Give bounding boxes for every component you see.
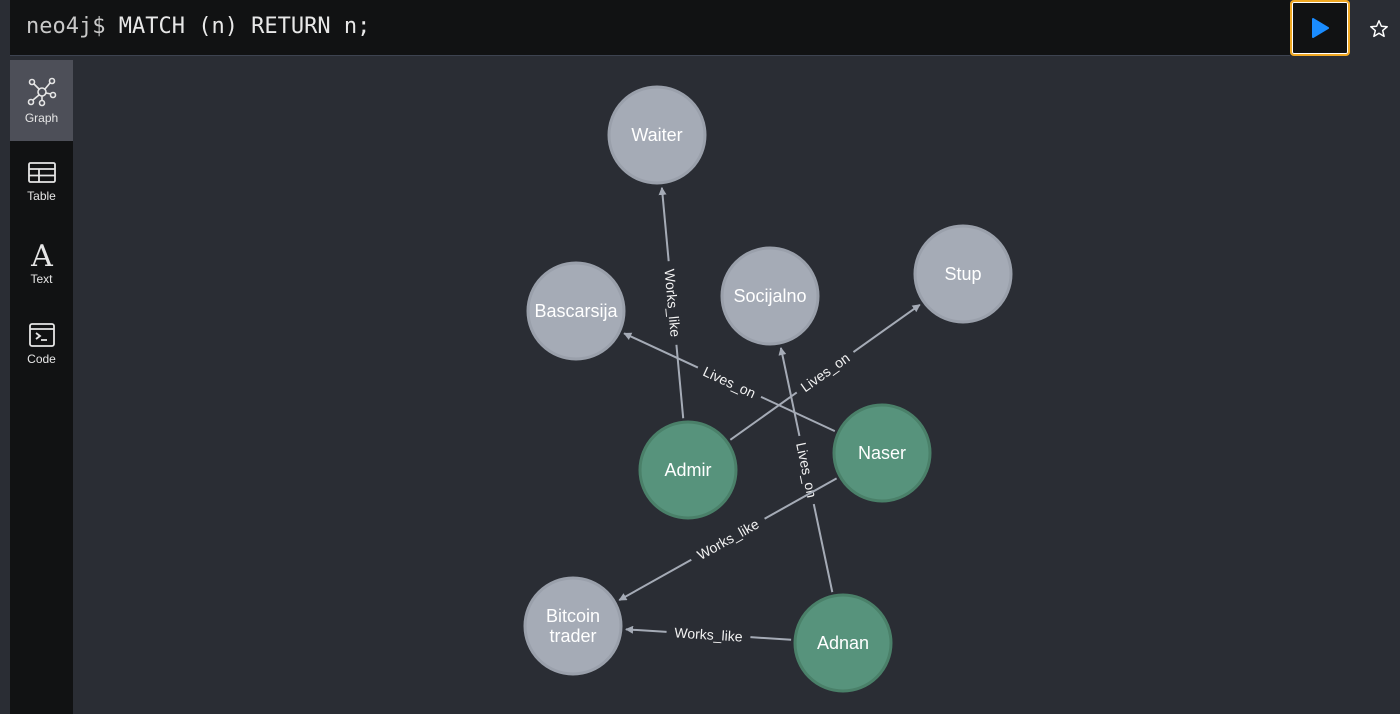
relationship-label: Works_like	[661, 268, 683, 338]
relationship-label: Works_like	[694, 516, 762, 563]
relationship-arrow	[778, 347, 801, 437]
relationship-arrow	[852, 303, 921, 353]
relationship-line	[764, 477, 838, 520]
relationship-label: Lives_on	[798, 350, 853, 396]
node-socijalno[interactable]: Socijalno	[720, 246, 820, 346]
play-icon	[1312, 18, 1329, 38]
relationship-label: Lives_on	[701, 363, 759, 401]
node-bascarsija[interactable]: Bascarsija	[526, 261, 626, 361]
node-label: trader	[549, 626, 596, 646]
sidebar-item-label: Text	[30, 271, 53, 286]
run-button[interactable]	[1290, 0, 1350, 56]
node-label: Socijalno	[733, 286, 806, 306]
relationship-line	[729, 391, 798, 441]
sidebar-item-label: Code	[27, 351, 56, 366]
star-icon[interactable]	[1368, 18, 1390, 40]
sidebar-item-table[interactable]: Table	[10, 141, 73, 222]
node-circle	[832, 403, 932, 503]
node-circle	[793, 593, 893, 693]
relationship-label: Works_like	[674, 624, 743, 644]
view-sidebar: Graph Table A Text Code	[10, 60, 73, 714]
graph-icon	[27, 77, 56, 106]
node-circle	[607, 85, 707, 185]
sidebar-item-label: Table	[27, 188, 56, 203]
code-icon	[28, 322, 55, 347]
sidebar-item-label: Graph	[24, 110, 59, 125]
node-stup[interactable]: Stup	[913, 224, 1013, 324]
node-label: Admir	[664, 460, 711, 480]
sidebar-item-text[interactable]: A Text	[10, 222, 73, 303]
node-label: Waiter	[631, 125, 682, 145]
relationship-arrow	[625, 625, 667, 634]
node-label: Naser	[858, 443, 906, 463]
sidebar-item-code[interactable]: Code	[10, 303, 73, 384]
editor-prompt: neo4j$	[26, 14, 106, 39]
node-adnan[interactable]: Adnan	[793, 593, 893, 693]
node-label: Adnan	[817, 633, 869, 653]
relationship-line	[812, 503, 834, 593]
window-edge	[0, 0, 10, 714]
node-label: Bitcoin	[546, 606, 600, 626]
relationship-arrow	[618, 558, 692, 601]
relationship-line	[750, 636, 792, 641]
node-waiter[interactable]: Waiter	[607, 85, 707, 185]
node-circle	[638, 420, 738, 520]
relationship-line	[760, 395, 836, 433]
sidebar-item-graph[interactable]: Graph	[10, 60, 73, 141]
relationship-works-like[interactable]: Works_like	[658, 186, 685, 419]
relationship-arrow	[623, 332, 699, 369]
node-circle	[526, 261, 626, 361]
table-icon	[27, 161, 56, 183]
node-circle	[523, 576, 623, 676]
query-input[interactable]: MATCH (n) RETURN n;	[118, 14, 371, 39]
relationship-arrow	[658, 186, 670, 262]
node-circle	[720, 246, 820, 346]
relationship-works-like[interactable]: Works_like	[625, 624, 792, 645]
query-editor[interactable]: neo4j$ MATCH (n) RETURN n;	[10, 0, 1290, 56]
node-label: Stup	[944, 264, 981, 284]
text-icon: A	[30, 240, 53, 268]
node-naser[interactable]: Naser	[832, 403, 932, 503]
node-admir[interactable]: Admir	[638, 420, 738, 520]
svg-text:A: A	[30, 240, 53, 268]
node-circle	[913, 224, 1013, 324]
node-label: Bascarsija	[534, 301, 618, 321]
relationship-line	[675, 344, 685, 419]
